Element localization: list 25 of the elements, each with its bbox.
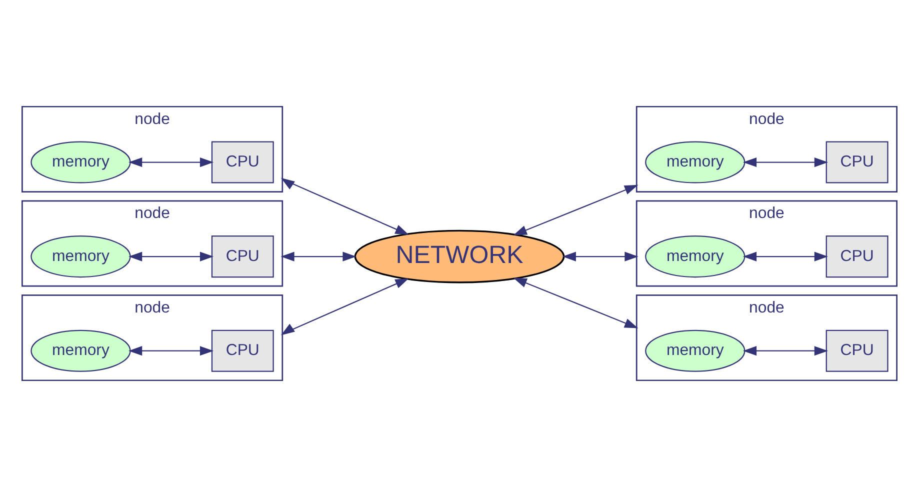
node-box: CPU bbox=[826, 330, 888, 372]
node-box: CPU bbox=[211, 236, 274, 278]
node-ellipse: memory bbox=[30, 236, 131, 278]
node-ellipse: memory bbox=[30, 141, 131, 184]
node-ellipse: memory bbox=[645, 141, 746, 184]
arrow bbox=[742, 158, 828, 168]
node-box: CPU bbox=[211, 141, 274, 184]
arrow bbox=[513, 184, 638, 236]
node-ellipse: NETWORK bbox=[354, 230, 565, 284]
arrow bbox=[742, 252, 828, 262]
arrow bbox=[128, 158, 214, 168]
node-ellipse: memory bbox=[645, 236, 746, 278]
arrow bbox=[280, 252, 356, 262]
arrow bbox=[513, 278, 638, 328]
arrow bbox=[280, 278, 409, 336]
node-ellipse: memory bbox=[30, 330, 131, 372]
arrow bbox=[128, 346, 214, 356]
node-box: CPU bbox=[826, 236, 888, 278]
arrow bbox=[562, 252, 638, 262]
arrow bbox=[128, 252, 214, 262]
arrow bbox=[280, 178, 409, 235]
node-box: CPU bbox=[211, 330, 274, 372]
node-box: CPU bbox=[826, 141, 888, 184]
arrow bbox=[742, 346, 828, 356]
node-ellipse: memory bbox=[645, 330, 746, 372]
